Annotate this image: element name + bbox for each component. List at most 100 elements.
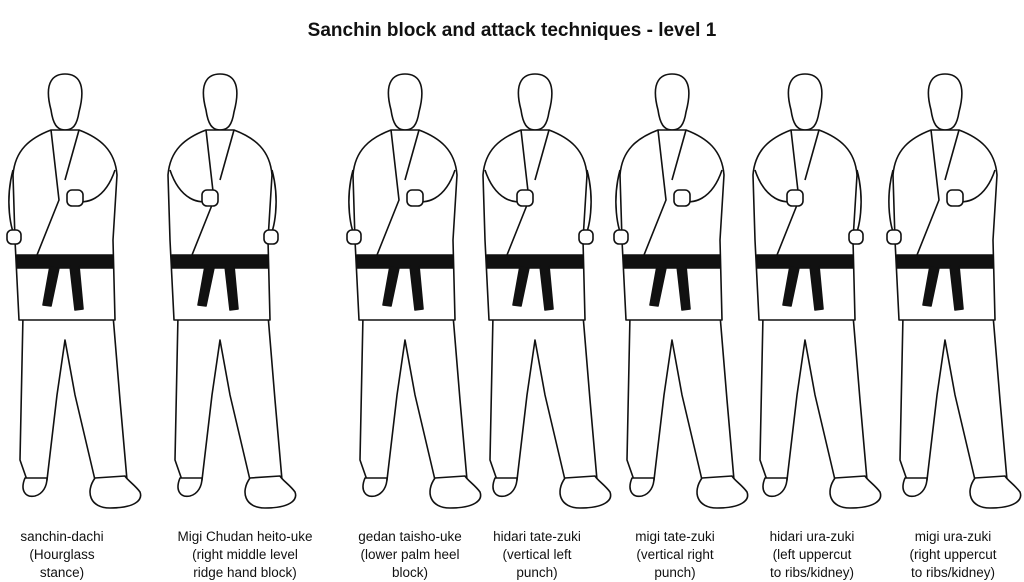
right-foot [429,475,482,509]
pants [626,314,735,481]
caption-desc: punch) [516,565,558,580]
left-foot [177,477,203,498]
gi-jacket [12,129,118,321]
head [654,73,690,131]
diagram-title: Sanchin block and attack techniques - le… [307,20,717,41]
head [927,73,963,131]
caption-desc: ridge hand block) [193,565,297,580]
fist [886,229,902,245]
gi-jacket [482,129,588,321]
caption-desc: (left uppercut [772,547,852,562]
fist [66,189,84,207]
figures-illustration [6,73,1022,509]
left-foot [629,477,655,498]
fist [406,189,424,207]
fist [263,229,279,245]
caption-migi-ura-zuki: migi ura-zuki (right uppercut to ribs/kidn… [909,528,996,582]
caption-desc: (right middle level [192,547,298,562]
fist [346,229,362,245]
caption-migi-tate-zuki: migi tate-zuki (vertical right punch) [635,528,715,582]
caption-hidari-tate-zuki: hidari tate-zuki (vertical left punch) [493,528,581,582]
caption-heito-uke: Migi Chudan heito-uke (right middle level… [177,528,312,582]
fist [578,229,594,245]
caption-name: gedan taisho-uke [358,529,462,544]
caption-desc: (vertical left [502,547,572,562]
black-belt [623,254,721,269]
right-foot [559,475,612,509]
caption-desc: (Hourglass [29,547,95,562]
belt-tails [512,265,554,311]
left-foot [762,477,788,498]
caption-sanchin-dachi: sanchin-dachi (Hourglass stance) [20,528,103,582]
fist [6,229,22,245]
left-foot [492,477,518,498]
gi-jacket [167,129,273,321]
caption-desc: (vertical right [636,547,714,562]
right-foot [829,475,882,509]
pants [19,314,128,481]
belt-tails [782,265,824,311]
head [517,73,553,131]
karate-figure [167,73,297,509]
black-belt [171,254,269,269]
gi-jacket [892,129,998,321]
lapel [641,129,687,261]
lapel [374,129,420,261]
fist [946,189,964,207]
fist [673,189,691,207]
caption-name: hidari tate-zuki [493,529,581,544]
caption-desc: (right uppercut [909,547,997,562]
caption-name: hidari ura-zuki [769,529,855,544]
caption-name: sanchin-dachi [20,529,104,544]
pants [489,314,598,481]
gi-jacket [619,129,725,321]
pants [174,314,283,481]
belt-tails [382,265,424,311]
karate-figure [6,73,142,509]
fist [516,189,534,207]
fist [201,189,219,207]
caption-desc: to ribs/kidney) [769,565,855,580]
pants [359,314,468,481]
fist [786,189,804,207]
karate-figure [482,73,612,509]
black-belt [356,254,454,269]
pants [759,314,868,481]
head [202,73,238,131]
caption-name: migi tate-zuki [635,529,715,544]
head [47,73,83,131]
left-foot [22,477,48,498]
gi-jacket [352,129,458,321]
left-foot [362,477,388,498]
karate-figure [886,73,1022,509]
belt-tails [42,265,84,311]
black-belt [486,254,584,269]
karate-figure [752,73,882,509]
gi-jacket [752,129,858,321]
karate-figure [346,73,482,509]
caption-desc: punch) [654,565,696,580]
belt-tails [922,265,964,311]
pants [899,314,1008,481]
right-foot [969,475,1022,509]
belt-tails [649,265,691,311]
belt-tails [197,265,239,311]
black-belt [16,254,114,269]
right-foot [244,475,297,509]
caption-name: migi ura-zuki [914,529,992,544]
caption-desc: stance) [39,565,85,580]
caption-name: Migi Chudan heito-uke [177,529,313,544]
lapel [34,129,80,261]
caption-desc: block) [391,565,429,580]
caption-desc: (lower palm heel [360,547,460,562]
black-belt [896,254,994,269]
fist [613,229,629,245]
caption-taisho-uke: gedan taisho-uke (lower palm heel block) [358,528,462,582]
caption-hidari-ura-zuki: hidari ura-zuki (left uppercut to ribs/kid… [770,528,855,582]
head [387,73,423,131]
head [787,73,823,131]
lapel [914,129,960,261]
karate-figure [613,73,749,509]
caption-desc: to ribs/kidney) [910,565,996,580]
right-foot [696,475,749,509]
